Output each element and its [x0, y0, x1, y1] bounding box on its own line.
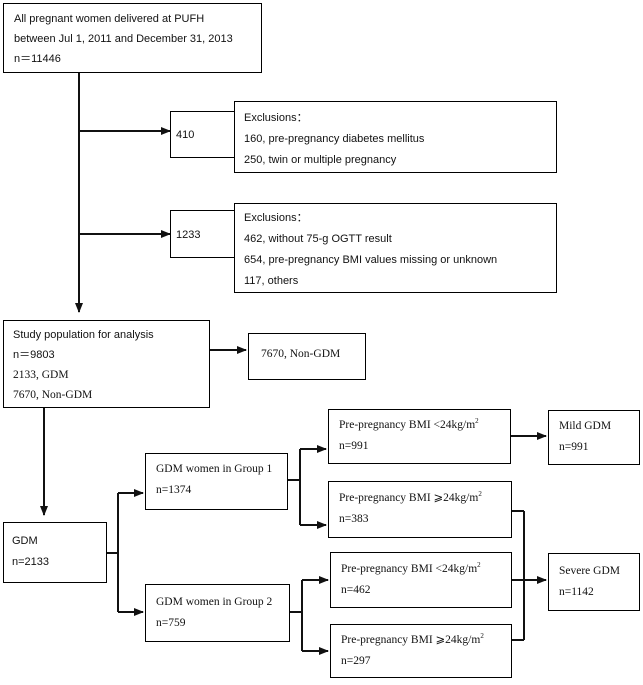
exclusion2-title: Exclusions： [244, 212, 308, 224]
severe-gdm-box: Severe GDM n=1142 [548, 553, 640, 611]
bmi1-sup: 2 [475, 417, 479, 426]
study-count: n＝9803 [13, 349, 55, 361]
bmi1-label: Pre-pregnancy BMI <24kg/m [339, 419, 476, 431]
bmi-box-group2-over24: Pre-pregnancy BMI ⩾24kg/m2 n=297 [330, 624, 512, 678]
exclusion1-title: Exclusions： [244, 112, 308, 124]
bmi2-count: n=383 [339, 513, 369, 525]
mild-gdm-count: n=991 [559, 441, 589, 453]
bmi4-sup: 2 [480, 632, 484, 641]
exclusion2-count-box: 1233 [170, 210, 235, 258]
bmi1-count: n=991 [339, 440, 369, 452]
group2-box: GDM women in Group 2 n=759 [145, 584, 290, 642]
study-population-box: Study population for analysis n＝9803 213… [3, 320, 210, 408]
all-women-line2: between Jul 1, 2011 and December 31, 201… [14, 33, 233, 45]
mild-gdm-box: Mild GDM n=991 [548, 410, 640, 465]
mild-gdm-title: Mild GDM [559, 420, 612, 432]
all-women-box: All pregnant women delivered at PUFH bet… [3, 3, 262, 73]
group1-title: GDM women in Group 1 [156, 463, 273, 475]
exclusion2-item1: 462, without 75-g OGTT result [244, 233, 392, 245]
severe-gdm-count: n=1142 [559, 586, 594, 598]
group2-count: n=759 [156, 617, 186, 629]
exclusion1-count-box: 410 [170, 111, 235, 158]
exclusion2-detail-box: Exclusions： 462, without 75-g OGTT resul… [234, 203, 557, 293]
exclusion1-detail-box: Exclusions： 160, pre-pregnancy diabetes … [234, 101, 557, 173]
group1-count: n=1374 [156, 484, 192, 496]
non-gdm-box: 7670, Non-GDM [248, 333, 366, 380]
group1-box: GDM women in Group 1 n=1374 [145, 453, 288, 510]
gdm-title: GDM [12, 535, 38, 547]
exclusion2-item3: 117, others [244, 275, 299, 287]
bmi4-count: n=297 [341, 655, 371, 667]
gdm-box: GDM n=2133 [3, 522, 107, 583]
all-women-count: n＝11446 [14, 53, 61, 65]
bmi2-sup: 2 [478, 490, 482, 499]
exclusion1-item2: 250, twin or multiple pregnancy [244, 154, 397, 166]
bmi3-label: Pre-pregnancy BMI <24kg/m [341, 563, 478, 575]
exclusion2-count: 1233 [176, 229, 201, 241]
bmi3-sup: 2 [477, 561, 481, 570]
study-nongdm: 7670, Non-GDM [13, 389, 93, 401]
gdm-count: n=2133 [12, 556, 50, 568]
bmi4-label: Pre-pregnancy BMI ⩾24kg/m [341, 634, 481, 646]
severe-gdm-title: Severe GDM [559, 565, 620, 577]
study-gdm: 2133, GDM [13, 369, 69, 381]
bmi-box-group1-over24: Pre-pregnancy BMI ⩾24kg/m2 n=383 [328, 481, 512, 538]
bmi-box-group1-under24: Pre-pregnancy BMI <24kg/m2 n=991 [328, 409, 511, 464]
exclusion1-item1: 160, pre-pregnancy diabetes mellitus [244, 133, 425, 145]
non-gdm-label: 7670, Non-GDM [261, 348, 341, 360]
study-title: Study population for analysis [13, 329, 154, 341]
bmi2-label: Pre-pregnancy BMI ⩾24kg/m [339, 492, 479, 504]
exclusion2-item2: 654, pre-pregnancy BMI values missing or… [244, 254, 498, 266]
all-women-line1: All pregnant women delivered at PUFH [14, 13, 205, 25]
exclusion1-count: 410 [176, 129, 195, 141]
group2-title: GDM women in Group 2 [156, 596, 273, 608]
bmi-box-group2-under24: Pre-pregnancy BMI <24kg/m2 n=462 [330, 552, 512, 608]
bmi3-count: n=462 [341, 584, 371, 596]
